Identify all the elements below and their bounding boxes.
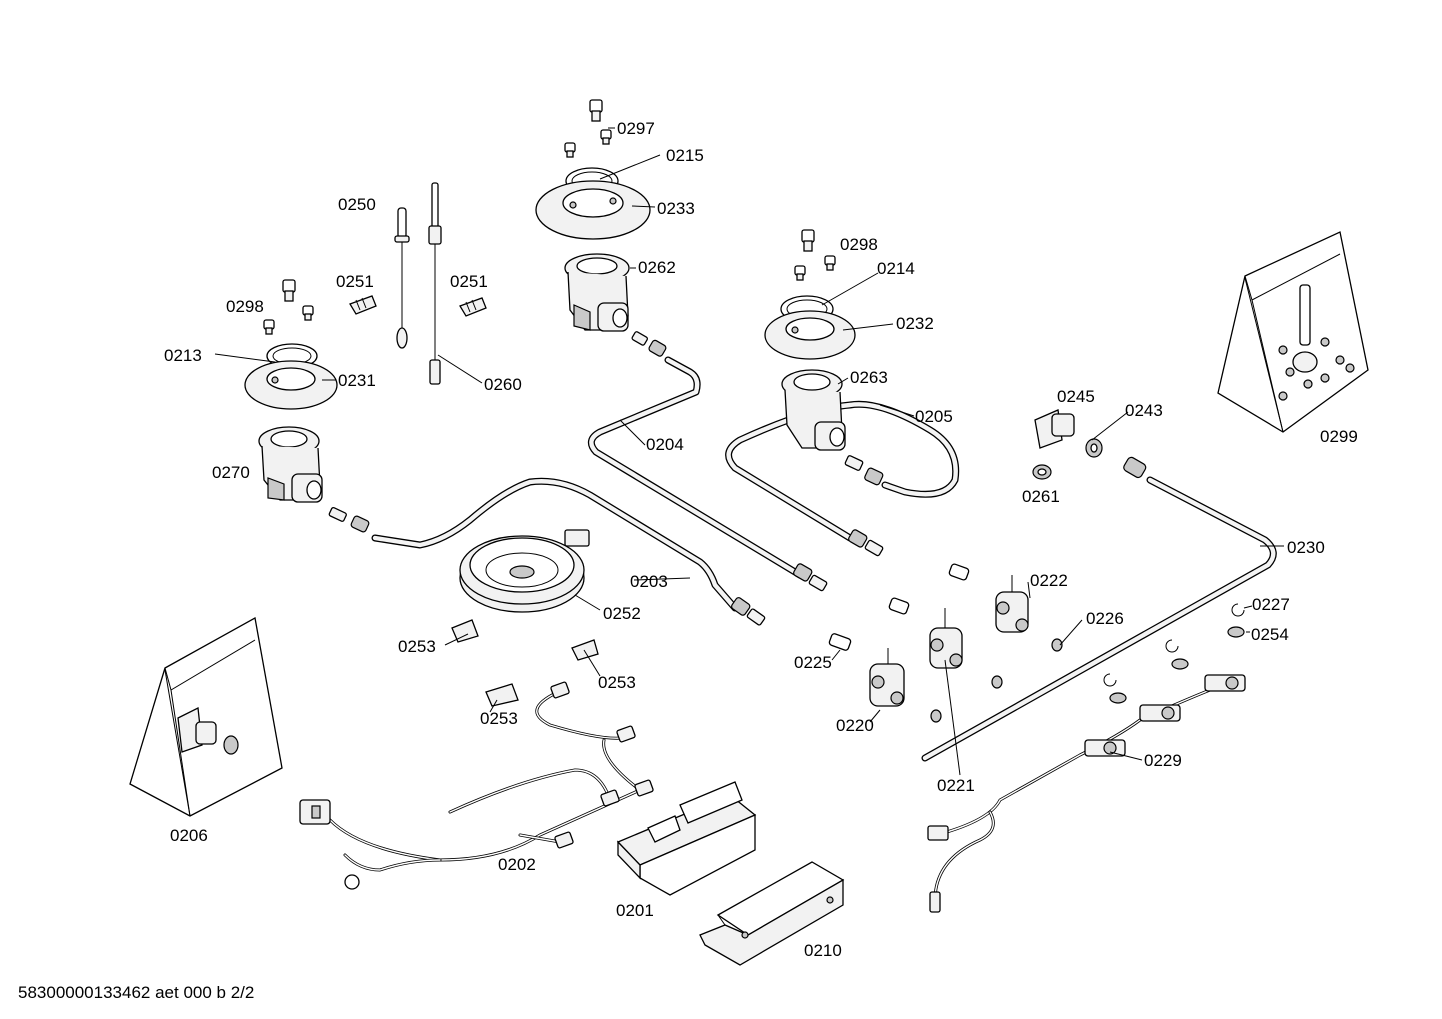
label-0260: 0260: [484, 375, 522, 394]
injector-0298-right: [794, 229, 836, 281]
label-0202: 0202: [498, 855, 536, 874]
leader-lines: [164, 127, 1284, 817]
burner-crown-0231: [244, 360, 338, 410]
ignition-switches-0229: [927, 674, 1246, 913]
electrode-0250: [394, 207, 410, 349]
accessory-bag-0299: [1217, 231, 1369, 433]
label-0230: 0230: [1287, 538, 1325, 557]
label-0253-b: 0253: [598, 673, 636, 692]
clip-0251-left: [349, 295, 377, 315]
label-0262: 0262: [638, 258, 676, 277]
label-0245: 0245: [1057, 387, 1095, 406]
cover-0210: [699, 861, 845, 966]
label-0231: 0231: [338, 371, 376, 390]
label-0253-a: 0253: [398, 637, 436, 656]
gas-tap-0221: [888, 597, 963, 669]
label-0201: 0201: [616, 901, 654, 920]
clip-0227: [1103, 603, 1245, 687]
label-0263: 0263: [850, 368, 888, 387]
elbow-0245: [1034, 409, 1075, 449]
pipe-fitting-0204-start: [631, 331, 667, 357]
seal-rings-taps: [930, 638, 1063, 723]
gas-tap-0222: [948, 563, 1029, 633]
label-0233: 0233: [657, 199, 695, 218]
pipe-fitting-0204-end: [793, 563, 828, 592]
label-0225: 0225: [794, 653, 832, 672]
burner-crown-0233: [535, 180, 651, 240]
label-0270: 0270: [212, 463, 250, 482]
document-id-footer: 58300000133462 aet 000 b 2/2: [18, 983, 254, 1002]
accessory-bag-0206: [129, 616, 283, 817]
label-0298-right: 0298: [840, 235, 878, 254]
clip-0251-right: [459, 297, 487, 317]
label-0299: 0299: [1320, 427, 1358, 446]
injector-0298-left: [263, 279, 314, 335]
burner-crown-0232: [764, 310, 856, 360]
nozzle-0225: [828, 633, 852, 651]
clip-0253-b: [571, 639, 599, 661]
label-0220: 0220: [836, 716, 874, 735]
label-0252: 0252: [603, 604, 641, 623]
label-0229: 0229: [1144, 751, 1182, 770]
label-0243: 0243: [1125, 401, 1163, 420]
pipe-fitting-0205-end: [844, 455, 884, 557]
seal-0261: [1032, 464, 1052, 480]
label-0204: 0204: [646, 435, 684, 454]
label-0206: 0206: [170, 826, 208, 845]
pipe-fitting-0203-start: [328, 507, 370, 533]
gas-pipe-0204: [587, 356, 804, 579]
burner-base-0270: [258, 426, 323, 503]
gas-pipe-0203: [371, 477, 739, 612]
injector-0297: [564, 99, 612, 158]
label-0232: 0232: [896, 314, 934, 333]
thermocouple-0260: [428, 182, 442, 385]
label-0227: 0227: [1252, 595, 1290, 614]
pipe-fitting-0203-end: [731, 597, 766, 626]
gas-tap-0220: [869, 648, 905, 707]
label-0210: 0210: [804, 941, 842, 960]
clip-0253-a: [451, 619, 479, 643]
label-0203: 0203: [630, 572, 668, 591]
gas-pipe-0230: [921, 476, 1277, 762]
clip-0253-c: [485, 683, 519, 707]
burner-base-0263: [781, 369, 846, 451]
label-0253-c: 0253: [480, 709, 518, 728]
label-0213: 0213: [164, 346, 202, 365]
label-0251-right: 0251: [450, 272, 488, 291]
label-0221: 0221: [937, 776, 975, 795]
label-0250: 0250: [338, 195, 376, 214]
part-labels: 0297 0215 0233 0250 0251 0251 0298 0298 …: [164, 119, 1358, 960]
washer-0254: [1109, 626, 1245, 704]
wok-burner-0252: [459, 529, 590, 613]
label-0226: 0226: [1086, 609, 1124, 628]
spark-generator-0201: [616, 781, 757, 896]
label-0297: 0297: [617, 119, 655, 138]
label-0261: 0261: [1022, 487, 1060, 506]
label-0215: 0215: [666, 146, 704, 165]
label-0251-left: 0251: [336, 272, 374, 291]
label-0222: 0222: [1030, 571, 1068, 590]
label-0298-left: 0298: [226, 297, 264, 316]
burner-base-0262: [564, 253, 630, 332]
label-0214: 0214: [877, 259, 915, 278]
wiring-harness-0202: [299, 681, 654, 890]
pipe-fitting-0230-nut: [1123, 456, 1147, 479]
label-0254: 0254: [1251, 625, 1289, 644]
seal-0243: [1085, 438, 1103, 458]
label-0205: 0205: [915, 407, 953, 426]
